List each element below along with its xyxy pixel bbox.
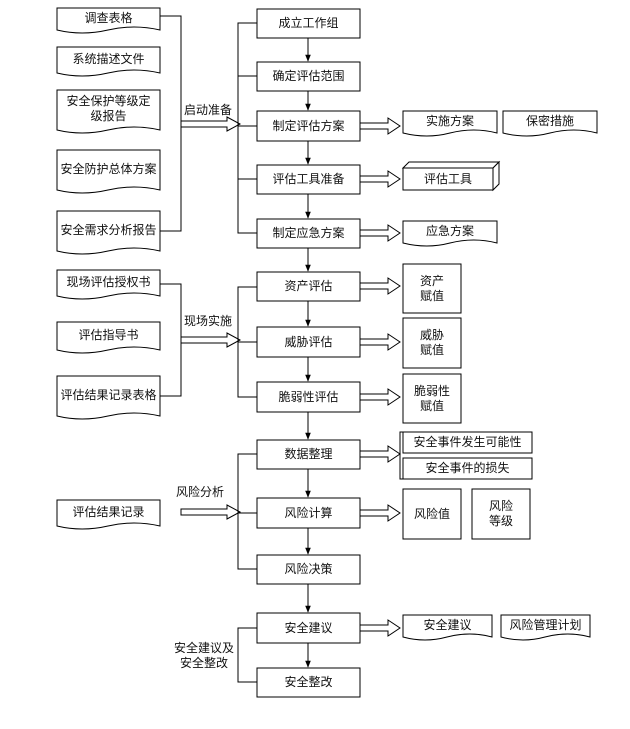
- step-box-security-rectification: [256, 667, 361, 698]
- output-arrow-prepare-tools: [359, 170, 401, 188]
- doc-result-record: 评估结果记录: [72, 505, 145, 519]
- step-box-form-team: [256, 8, 361, 39]
- bracket-startup-steps: [237, 22, 257, 234]
- tick-startup-1: [238, 75, 257, 180]
- step-form-team: 成立工作组: [278, 16, 339, 30]
- step-vulnerability-assessment: 脆弱性评估: [278, 389, 339, 404]
- result-box-event-loss: [402, 457, 533, 480]
- bracket-likelihood-loss: [399, 431, 403, 480]
- output-asset-value: 资产 赋值: [419, 273, 444, 303]
- output-confidentiality-measures: 保密措施: [525, 114, 574, 128]
- step-box-define-scope: [256, 61, 361, 92]
- output-arrow-vulnerability: [359, 388, 401, 406]
- doc-shape-survey-form: [56, 7, 161, 34]
- output-arrow-security-advice: [359, 619, 401, 637]
- step-box-asset-assessment: [256, 271, 361, 302]
- doc-shape-implementation-plan: [402, 110, 498, 137]
- output-risk-value: 风险值: [413, 506, 450, 521]
- result-box-event-likelihood: [402, 431, 533, 454]
- step-data-arrangement: 数据整理: [284, 447, 333, 461]
- doc-shape-emergency-plan: [402, 220, 498, 247]
- value-box-asset: [402, 263, 462, 314]
- phase-risk-analysis: 风险分析: [176, 484, 225, 499]
- step-risk-decision: 风险决策: [284, 562, 333, 576]
- doc-requirements-analysis-report: 安全需求分析报告: [60, 222, 157, 237]
- result-box-risk-level: [471, 488, 531, 540]
- result-box-risk-value: [402, 488, 462, 540]
- output-arrow-data-arrangement: [359, 445, 401, 463]
- output-security-advice: 安全建议: [423, 618, 472, 632]
- bracket-risk-steps: [237, 453, 257, 570]
- step-box-make-plan: [256, 110, 361, 142]
- step-prepare-tools: 评估工具准备: [272, 172, 345, 186]
- step-box-prepare-tools: [256, 164, 361, 195]
- doc-system-description: 系统描述文件: [72, 52, 145, 66]
- step-emergency-plan: 制定应急方案: [272, 226, 345, 240]
- output-risk-level: 风险 等级: [488, 499, 513, 528]
- bracket-startup-inputs: [160, 15, 182, 232]
- doc-shape-result-record-form: [56, 375, 161, 420]
- doc-protection-grading-report: 安全保护等级定 级报告: [66, 94, 151, 123]
- phase-arrow-risk-analysis: [180, 504, 242, 520]
- doc-shape-protection-grading-report: [56, 89, 161, 134]
- output-vulnerability-value: 脆弱性 赋值: [413, 383, 450, 413]
- tool-box-side: [492, 160, 500, 192]
- phase-recommendation: 安全建议及 安全整改: [173, 641, 234, 670]
- output-arrow-threat: [359, 333, 401, 351]
- doc-shape-requirements-analysis-report: [56, 210, 161, 255]
- output-event-likelihood: 安全事件发生可能性: [413, 435, 522, 449]
- doc-shape-overall-protection-plan: [56, 149, 161, 194]
- doc-shape-onsite-authorization: [56, 269, 161, 300]
- step-box-data-arrangement: [256, 439, 361, 470]
- value-box-threat: [402, 317, 462, 369]
- output-emergency-plan: 应急方案: [425, 224, 474, 238]
- output-implementation-plan: 实施方案: [425, 114, 474, 128]
- doc-shape-risk-management-plan: [500, 614, 591, 641]
- output-event-loss: 安全事件的损失: [425, 461, 510, 475]
- step-security-advice: 安全建议: [284, 620, 333, 635]
- doc-survey-form: 调查表格: [84, 11, 133, 25]
- doc-shape-assessment-guide: [56, 321, 161, 354]
- doc-result-record-form: 评估结果记录表格: [60, 387, 157, 402]
- doc-shape-security-advice: [402, 614, 493, 641]
- doc-overall-protection-plan: 安全防护总体方案: [60, 161, 157, 176]
- phase-startup: 启动准备: [184, 102, 233, 117]
- step-threat-assessment: 威胁评估: [284, 334, 333, 349]
- output-arrow-make-plan: [359, 117, 401, 135]
- step-define-scope: 确定评估范围: [272, 69, 345, 83]
- phase-arrow-startup: [180, 116, 242, 132]
- step-box-threat-assessment: [256, 326, 361, 358]
- output-assessment-tools: 评估工具: [423, 171, 472, 186]
- output-arrow-emergency-plan: [359, 224, 401, 242]
- step-asset-assessment: 资产评估: [284, 279, 333, 293]
- doc-shape-confidentiality-measures: [502, 110, 598, 137]
- value-box-vulnerability: [402, 373, 462, 424]
- doc-onsite-authorization: 现场评估授权书: [66, 275, 151, 289]
- phase-onsite: 现场实施: [184, 313, 233, 328]
- bracket-onsite-steps: [237, 286, 257, 398]
- step-box-security-advice: [256, 612, 361, 644]
- bracket-recommendation-steps: [237, 627, 257, 683]
- step-security-rectification: 安全整改: [284, 675, 333, 689]
- output-arrow-asset: [359, 277, 401, 295]
- step-make-plan: 制定评估方案: [272, 118, 345, 133]
- output-threat-value: 威胁 赋值: [419, 328, 444, 357]
- step-box-risk-decision: [256, 554, 361, 585]
- doc-shape-result-record: [56, 499, 161, 530]
- step-risk-calculation: 风险计算: [284, 505, 333, 520]
- output-arrow-risk-calculation: [359, 504, 401, 522]
- phase-arrow-onsite: [180, 332, 242, 348]
- doc-assessment-guide: 评估指导书: [78, 328, 139, 342]
- output-risk-management-plan: 风险管理计划: [509, 618, 582, 632]
- doc-shape-system-description: [56, 46, 161, 77]
- bracket-onsite-inputs: [160, 283, 182, 397]
- step-box-risk-calculation: [256, 497, 361, 529]
